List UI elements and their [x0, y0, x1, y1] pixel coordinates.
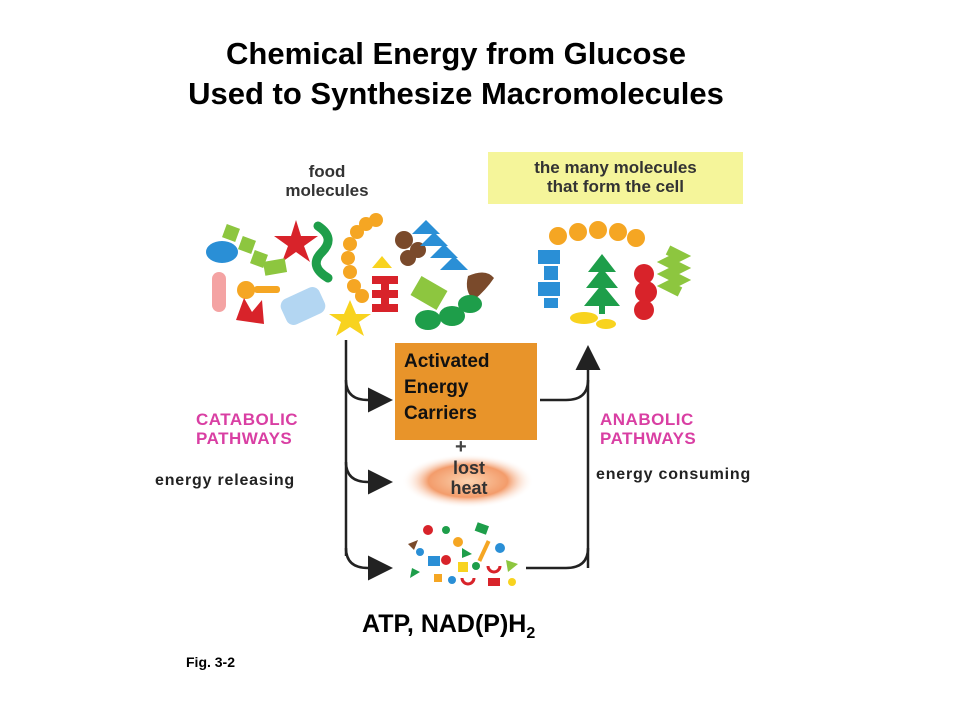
figure-number: Fig. 3-2	[186, 654, 236, 670]
plus-sign: +	[455, 436, 467, 458]
food-label-text: food molecules	[285, 162, 369, 200]
anabolic-pathways-label: ANABOLIC PATHWAYS	[600, 410, 697, 448]
energy-consuming-label: energy consuming	[596, 466, 752, 483]
catabolic-pathways-label: CATABOLIC PATHWAYS	[196, 410, 299, 448]
lost-heat-glow	[402, 454, 534, 508]
atp-main-text: ATP, NAD(P)H	[362, 610, 527, 638]
food-molecules-illustration	[206, 213, 494, 336]
atp-subscript: 2	[526, 625, 536, 642]
cell-molecules-illustration	[538, 221, 692, 329]
cell-label-text: the many molecules that form the cell	[534, 158, 697, 196]
activated-energy-carriers-box: Activated Energy Carriers	[395, 343, 537, 440]
title-line-2: Used to Synthesize Macromolecules	[188, 76, 724, 111]
cell-molecules-label: the many molecules that form the cell	[488, 152, 743, 204]
small-molecules-illustration	[408, 522, 518, 586]
title-line-1: Chemical Energy from Glucose	[226, 36, 686, 71]
food-molecules-label: food molecules	[262, 162, 392, 200]
lost-heat-label: lost heat	[450, 458, 488, 498]
anabolic-arrows	[526, 345, 601, 570]
energy-releasing-label: energy releasing	[155, 472, 295, 489]
catabolic-arrows	[344, 340, 393, 581]
atp-nadph-label: ATP, NAD(P)H2	[362, 610, 535, 643]
